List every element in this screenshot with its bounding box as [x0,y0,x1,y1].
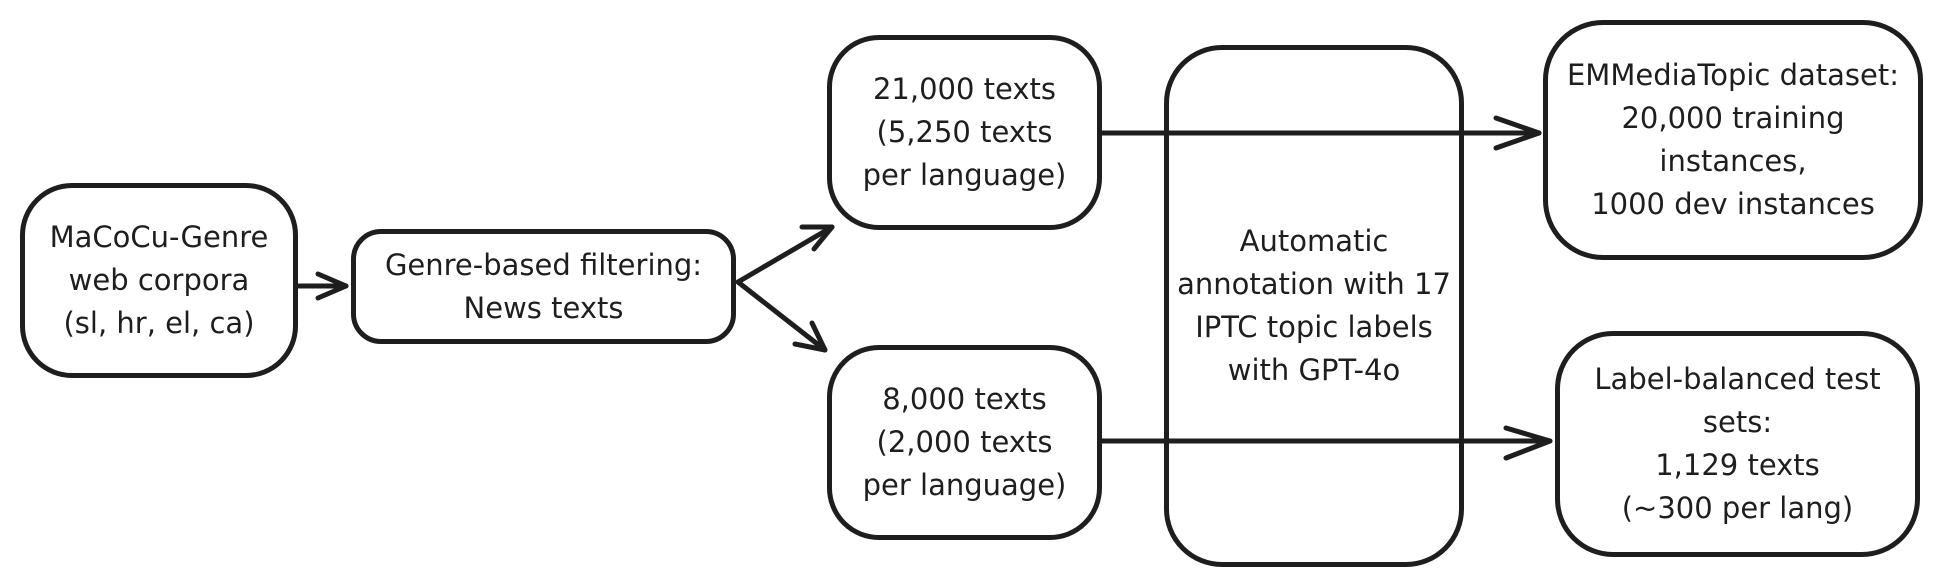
arrowhead-test-pool-to-test-sets [1503,425,1553,461]
dataset-line-2: 20,000 training [1621,101,1845,135]
train-pool-line-2: (5,250 texts [876,115,1053,149]
arrowhead-filter-to-test-pool [792,320,828,353]
genre-filter-line-2: News texts [463,290,624,325]
dataset-node: EMMediaTopic dataset: 20,000 training in… [1543,20,1923,260]
source-corpora-line-1: MaCoCu-Genre [49,220,269,254]
arrow-filter-to-train-pool [735,224,835,285]
test-pool-line-2: (2,000 texts [876,425,1053,459]
arrowhead-train-pool-to-dataset [1493,115,1542,151]
test-sets-node: Label-balanced test sets: 1,129 texts (~… [1555,331,1920,557]
test-sets-line-4: (~300 per lang) [1621,491,1854,525]
source-corpora-line-3: (sl, hr, el, ca) [63,306,255,340]
arrow-filter-to-test-pool [735,279,828,353]
dataset-line-1: EMMediaTopic dataset: [1566,58,1899,92]
train-pool-node: 21,000 texts (5,250 texts per language) [827,35,1102,230]
test-pool-node: 8,000 texts (2,000 texts per language) [827,345,1102,540]
genre-filter-node: Genre-based filtering: News texts [351,229,736,344]
test-sets-line-2: sets: [1702,405,1773,439]
arrowhead-filter-to-train-pool [799,224,835,252]
train-pool-line-1: 21,000 texts [872,72,1057,106]
test-sets-line-1: Label-balanced test [1594,362,1881,396]
test-pool-line-1: 8,000 texts [882,382,1047,416]
dataset-line-4: 1000 dev instances [1591,187,1875,221]
arrowhead-source-to-filter [315,271,349,301]
dataset-line-3: instances, [1659,144,1807,178]
annotation-line-3: IPTC topic labels [1195,310,1433,344]
test-sets-line-3: 1,129 texts [1655,448,1820,482]
annotation-node: Automatic annotation with 17 IPTC topic … [1164,45,1464,567]
test-pool-line-3: per language) [862,468,1067,502]
source-corpora-line-2: web corpora [68,263,250,297]
source-corpora-node: MaCoCu-Genre web corpora (sl, hr, el, ca… [20,183,298,378]
genre-filter-line-1: Genre-based filtering: [384,247,703,282]
annotation-line-4: with GPT-4o [1227,353,1401,387]
train-pool-line-3: per language) [862,158,1067,192]
annotation-line-1: Automatic [1239,224,1389,258]
annotation-line-2: annotation with 17 [1177,267,1451,301]
